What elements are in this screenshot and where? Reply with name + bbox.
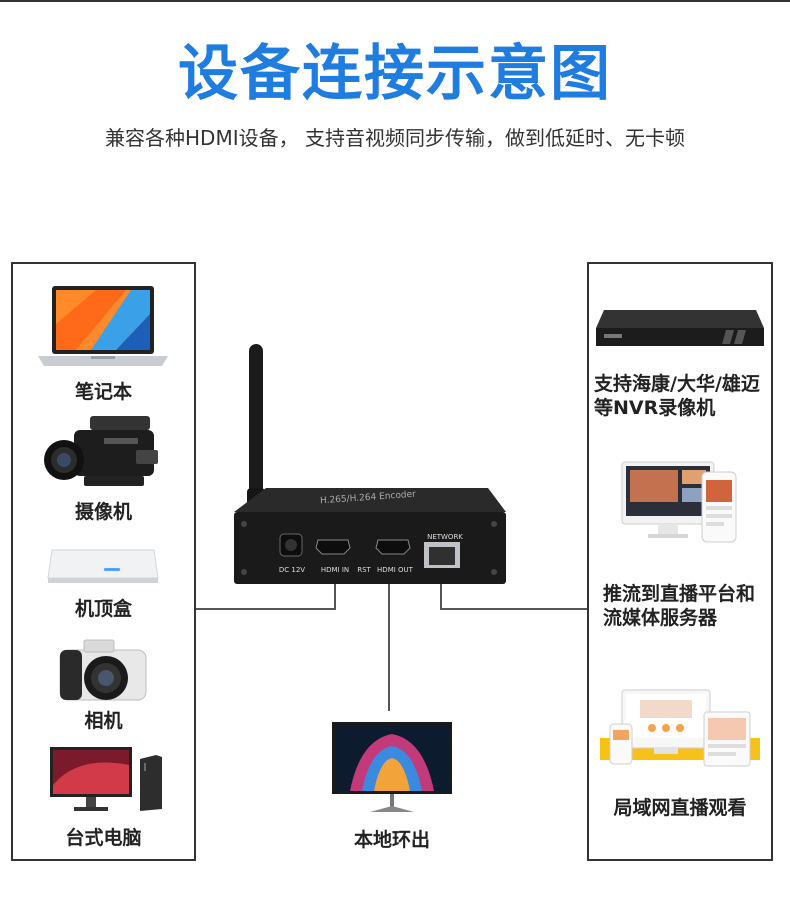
monitor-icon	[332, 722, 452, 812]
port-label-hdmi-in: HDMI IN	[320, 566, 350, 574]
top-divider	[0, 0, 790, 2]
device-label-laptop: 笔记本	[74, 381, 132, 403]
page-subtitle: 兼容各种HDMI设备， 支持音视频同步传输，做到低延时、无卡顿	[105, 126, 685, 150]
lan-live-viewing-icon	[600, 689, 760, 767]
encoder-device-icon	[234, 344, 506, 584]
line-left-horizontal	[196, 608, 336, 610]
device-label-camcorder: 摄像机	[74, 501, 132, 523]
page-title: 设备连接示意图	[178, 39, 612, 109]
camera-icon	[59, 639, 147, 701]
port-label-network: NETWORK	[427, 533, 463, 541]
line-right-vertical	[440, 583, 442, 610]
line-right-horizontal	[440, 608, 587, 610]
device-label-set-top-box: 机顶盒	[74, 598, 132, 620]
line-bottom-vertical	[388, 583, 390, 711]
port-label-rst: RST	[357, 566, 371, 574]
port-label-hdmi-out: HDMI OUT	[377, 566, 413, 574]
target-label-streaming-line2: 流媒体服务器	[603, 607, 718, 629]
port-label-dc: DC 12V	[278, 566, 306, 574]
target-label-streaming-line1: 推流到直播平台和	[603, 583, 756, 605]
target-label-lan-viewing: 局域网直播观看	[613, 797, 747, 819]
target-label-nvr-line2: 等NVR录像机	[594, 397, 716, 419]
nvr-recorder-icon	[596, 310, 764, 346]
output-targets-panel	[587, 262, 773, 861]
laptop-icon	[38, 286, 168, 366]
streaming-platform-icon	[621, 461, 737, 543]
target-label-nvr-line1: 支持海康/大华/雄迈	[594, 373, 760, 395]
desktop-pc-icon	[50, 747, 162, 811]
device-label-camera: 相机	[84, 710, 123, 732]
line-left-vertical	[334, 583, 336, 610]
set-top-box-icon	[47, 549, 159, 583]
camcorder-icon	[44, 416, 158, 486]
device-label-desktop-pc: 台式电脑	[65, 827, 142, 849]
bottom-device-label: 本地环出	[353, 829, 430, 851]
